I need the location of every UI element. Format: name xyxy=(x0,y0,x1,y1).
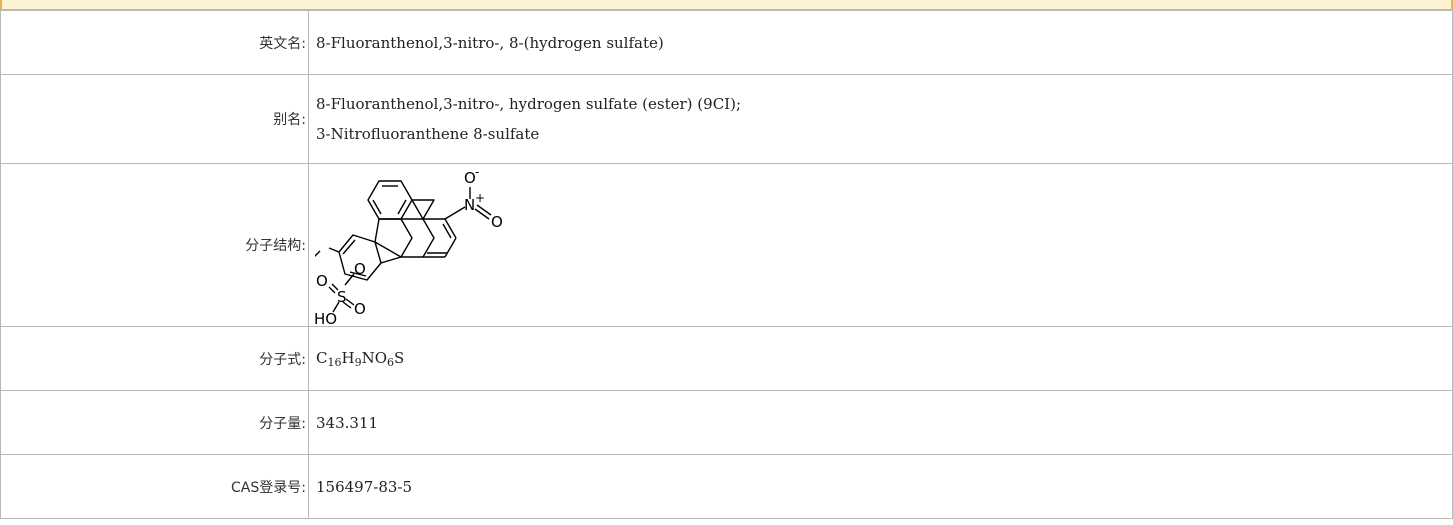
formula-c: C xyxy=(316,348,328,367)
row-formula: 分子式: C16H9NO6S xyxy=(0,326,1453,391)
atom-s: S xyxy=(337,288,347,306)
alias-value: 8-Fluoranthenol,3-nitro-, hydrogen sulfa… xyxy=(308,74,1453,164)
formula-no: NO xyxy=(361,348,388,367)
cas-label: CAS登录号: xyxy=(0,454,309,519)
row-english-name: 英文名: 8-Fluoranthenol,3-nitro-, 8-(hydrog… xyxy=(0,10,1453,75)
compound-info-table: 英文名: 8-Fluoranthenol,3-nitro-, 8-(hydrog… xyxy=(0,10,1453,519)
molecule-structure-image: O - N + O xyxy=(315,165,503,281)
atom-o-s1: O xyxy=(316,272,328,290)
row-structure: 分子结构: xyxy=(0,163,1453,327)
cas-value: 156497-83-5 xyxy=(308,454,1453,519)
section-header-bar xyxy=(0,0,1453,10)
charge-plus: + xyxy=(475,191,485,205)
atom-o-link: O xyxy=(354,260,366,278)
formula-h-count: 9 xyxy=(354,355,362,369)
charge-minus: - xyxy=(475,165,479,179)
row-cas: CAS登录号: 156497-83-5 xyxy=(0,454,1453,519)
english-name-value: 8-Fluoranthenol,3-nitro-, 8-(hydrogen su… xyxy=(308,10,1453,75)
alias-label: 别名: xyxy=(0,74,309,164)
formula-value: C16H9NO6S xyxy=(308,326,1453,391)
formula-c-count: 16 xyxy=(327,355,342,369)
formula-h: H xyxy=(341,348,355,367)
formula-label: 分子式: xyxy=(0,326,309,391)
atom-n-plus: N xyxy=(464,196,475,214)
atom-o-minus: O xyxy=(464,169,476,187)
atom-o-nitro: O xyxy=(491,213,503,231)
alias-line-1: 8-Fluoranthenol,3-nitro-, hydrogen sulfa… xyxy=(316,95,742,113)
sulfate-group: O O S O HO xyxy=(314,260,366,328)
english-name-label: 英文名: xyxy=(0,10,309,75)
structure-label: 分子结构: xyxy=(0,163,309,327)
atom-ho: HO xyxy=(314,310,337,328)
formula-o-count: 6 xyxy=(387,355,395,369)
structure-value: O - N + O xyxy=(308,163,1453,327)
mw-value: 343.311 xyxy=(308,390,1453,455)
row-molecular-weight: 分子量: 343.311 xyxy=(0,390,1453,455)
atom-o-s2: O xyxy=(354,300,366,318)
alias-line-2: 3-Nitrofluoranthene 8-sulfate xyxy=(316,125,540,143)
formula-s: S xyxy=(394,348,405,367)
row-alias: 别名: 8-Fluoranthenol,3-nitro-, hydrogen s… xyxy=(0,74,1453,164)
mw-label: 分子量: xyxy=(0,390,309,455)
